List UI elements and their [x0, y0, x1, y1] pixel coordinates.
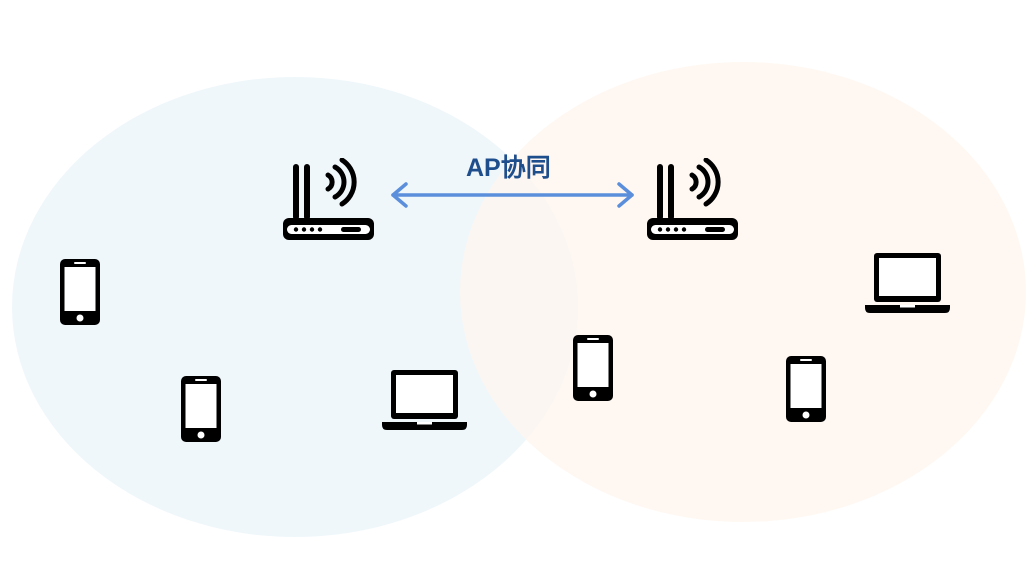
- laptop-icon: [382, 370, 467, 430]
- smartphone-icon: [60, 259, 100, 325]
- laptop-icon: [865, 253, 950, 313]
- smartphone-icon: [573, 335, 613, 401]
- wifi-router-icon: [645, 158, 740, 242]
- coverage-zone-right: [460, 62, 1026, 522]
- link-label: AP协同: [466, 154, 551, 182]
- smartphone-icon: [786, 356, 826, 422]
- wifi-router-icon: [281, 158, 376, 242]
- smartphone-icon: [181, 376, 221, 442]
- link-arrow: [391, 182, 634, 208]
